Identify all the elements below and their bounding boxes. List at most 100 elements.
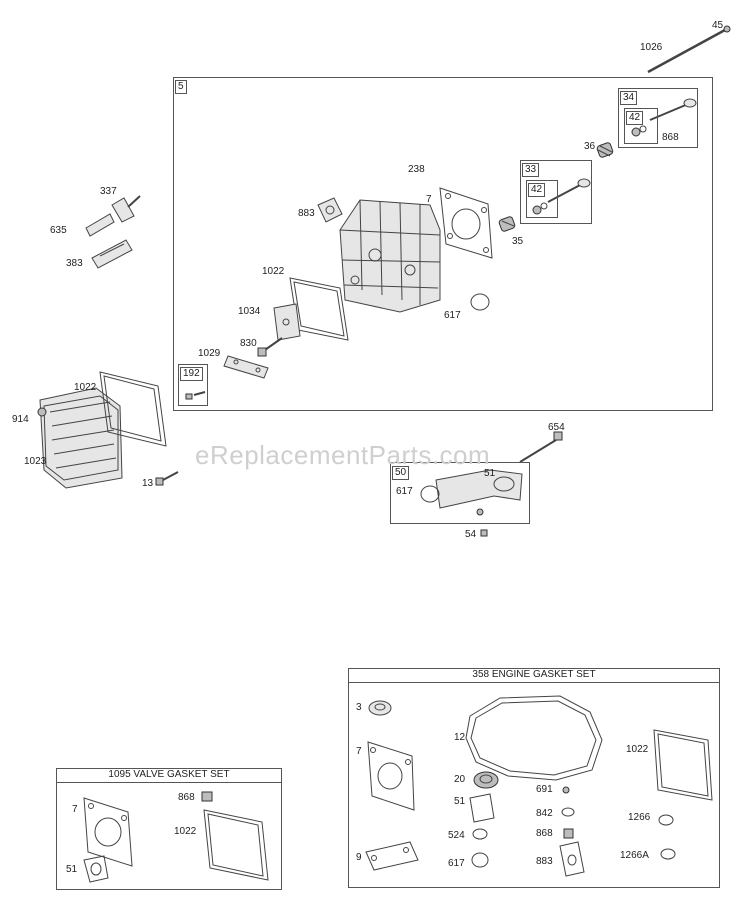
egs-part-842: 842 xyxy=(536,808,553,819)
egs-part-524: 524 xyxy=(448,830,465,841)
intake-manifold-drawing xyxy=(420,469,523,516)
egs-small-parts-drawing xyxy=(471,786,676,868)
vgs-cover-gasket-drawing xyxy=(203,809,269,881)
vgs-part-7: 7 xyxy=(72,804,78,815)
bolt-drawing xyxy=(155,471,179,486)
egs-part-691: 691 xyxy=(536,784,553,795)
egs-part-20: 20 xyxy=(454,774,466,785)
callout-1022-box: 1022 xyxy=(262,266,285,277)
breather-drawing xyxy=(317,197,343,223)
push-rod-drawing xyxy=(647,25,731,74)
callout-383: 383 xyxy=(66,258,83,269)
callout-617-kit: 617 xyxy=(396,486,413,497)
kit-34-box xyxy=(618,88,698,148)
kit-34-label: 34 xyxy=(620,91,638,105)
egs-part-1266: 1266 xyxy=(628,812,651,823)
head-gasket-drawing xyxy=(439,187,493,259)
intake-valve-drawing xyxy=(532,178,591,215)
kit-33-inner-label: 42 xyxy=(528,183,546,197)
egs-part-1022: 1022 xyxy=(626,744,649,755)
vgs-head-gasket-drawing xyxy=(83,797,133,867)
vgs-plug-drawing xyxy=(201,791,213,802)
callout-35: 35 xyxy=(512,236,524,247)
spark-plug-boot-drawing xyxy=(85,213,115,237)
cylinder-head-assembly-box xyxy=(173,77,713,411)
kit-33-label: 33 xyxy=(522,163,540,177)
spark-plug-drawing xyxy=(111,195,141,223)
egs-part-9: 9 xyxy=(356,852,362,863)
callout-45: 45 xyxy=(712,20,724,31)
egs-oil-seal-drawing xyxy=(473,771,499,789)
vgs-manifold-gasket-drawing xyxy=(83,855,109,883)
egs-gasket-51-drawing xyxy=(469,793,495,823)
callout-635: 635 xyxy=(50,225,67,236)
cover-gasket-drawing xyxy=(99,371,167,447)
callout-36: 36 xyxy=(584,141,596,152)
vgs-part-51: 51 xyxy=(66,864,78,875)
assembly-box-label: 5 xyxy=(175,80,187,94)
o-ring-drawing xyxy=(470,293,490,311)
egs-gasket-883-drawing xyxy=(559,841,585,877)
manifold-stud-drawing xyxy=(519,431,563,463)
egs-part-7: 7 xyxy=(356,746,362,757)
egs-part-12: 12 xyxy=(454,732,466,743)
callout-54: 54 xyxy=(465,529,477,540)
vgs-part-1022: 1022 xyxy=(174,826,197,837)
kit-192-label: 192 xyxy=(180,367,203,381)
engine-gasket-set-title: 358 ENGINE GASKET SET xyxy=(348,668,720,683)
callout-883: 883 xyxy=(298,208,315,219)
egs-part-3: 3 xyxy=(356,702,362,713)
callout-830: 830 xyxy=(240,338,257,349)
egs-head-gasket-drawing xyxy=(367,741,415,811)
exhaust-valve-drawing xyxy=(631,98,697,137)
egs-valve-cover-gasket-drawing xyxy=(653,729,713,801)
cylinder-head-drawing xyxy=(339,199,441,313)
kit-33-box xyxy=(520,160,592,224)
callout-1026: 1026 xyxy=(640,42,663,53)
kit-34-inner-box xyxy=(624,108,658,144)
screw-kit-drawing xyxy=(185,391,206,400)
watermark: eReplacementParts.com xyxy=(195,440,491,470)
egs-part-51: 51 xyxy=(454,796,466,807)
valve-spring-drawing xyxy=(596,142,614,158)
egs-part-868: 868 xyxy=(536,828,553,839)
valve-cover-drawing xyxy=(39,387,123,489)
egs-gasket-9-drawing xyxy=(365,841,419,871)
valve-gasket-set-title: 1095 VALVE GASKET SET xyxy=(56,768,282,783)
kit-50-label: 50 xyxy=(392,466,410,480)
egs-part-1266a: 1266A xyxy=(620,850,649,861)
callout-1023: 1023 xyxy=(24,456,47,467)
bracket-drawing xyxy=(223,355,269,379)
callout-1029: 1029 xyxy=(198,348,221,359)
valve-gasket-set-box xyxy=(56,768,282,890)
callout-51: 51 xyxy=(484,468,496,479)
kit-33-inner-box xyxy=(526,180,558,218)
nut-drawing xyxy=(37,407,47,417)
callout-1022-cover: 1022 xyxy=(74,382,97,393)
egs-crankcase-gasket-drawing xyxy=(465,695,603,781)
egs-part-617: 617 xyxy=(448,858,465,869)
stud-drawing xyxy=(257,337,283,357)
callout-654: 654 xyxy=(548,422,565,433)
retainer-drawing xyxy=(91,239,133,269)
vgs-part-868: 868 xyxy=(178,792,195,803)
manifold-bolt-drawing xyxy=(480,529,488,537)
valve-spring-2-drawing xyxy=(498,216,516,232)
egs-seal-drawing xyxy=(368,700,392,716)
callout-1034: 1034 xyxy=(238,306,261,317)
breather-plate-drawing xyxy=(273,303,301,341)
kit-34-inner-label: 42 xyxy=(626,111,644,125)
callout-914: 914 xyxy=(12,414,29,425)
egs-part-883: 883 xyxy=(536,856,553,867)
callout-13: 13 xyxy=(142,478,154,489)
engine-gasket-set-box xyxy=(348,668,720,888)
callout-337: 337 xyxy=(100,186,117,197)
callout-7: 7 xyxy=(426,194,432,205)
kit-192-box xyxy=(178,364,208,406)
kit-50-box xyxy=(390,462,530,524)
callout-238: 238 xyxy=(408,164,425,175)
kit-34-part-label: 868 xyxy=(662,132,679,143)
callout-617-box: 617 xyxy=(444,310,461,321)
